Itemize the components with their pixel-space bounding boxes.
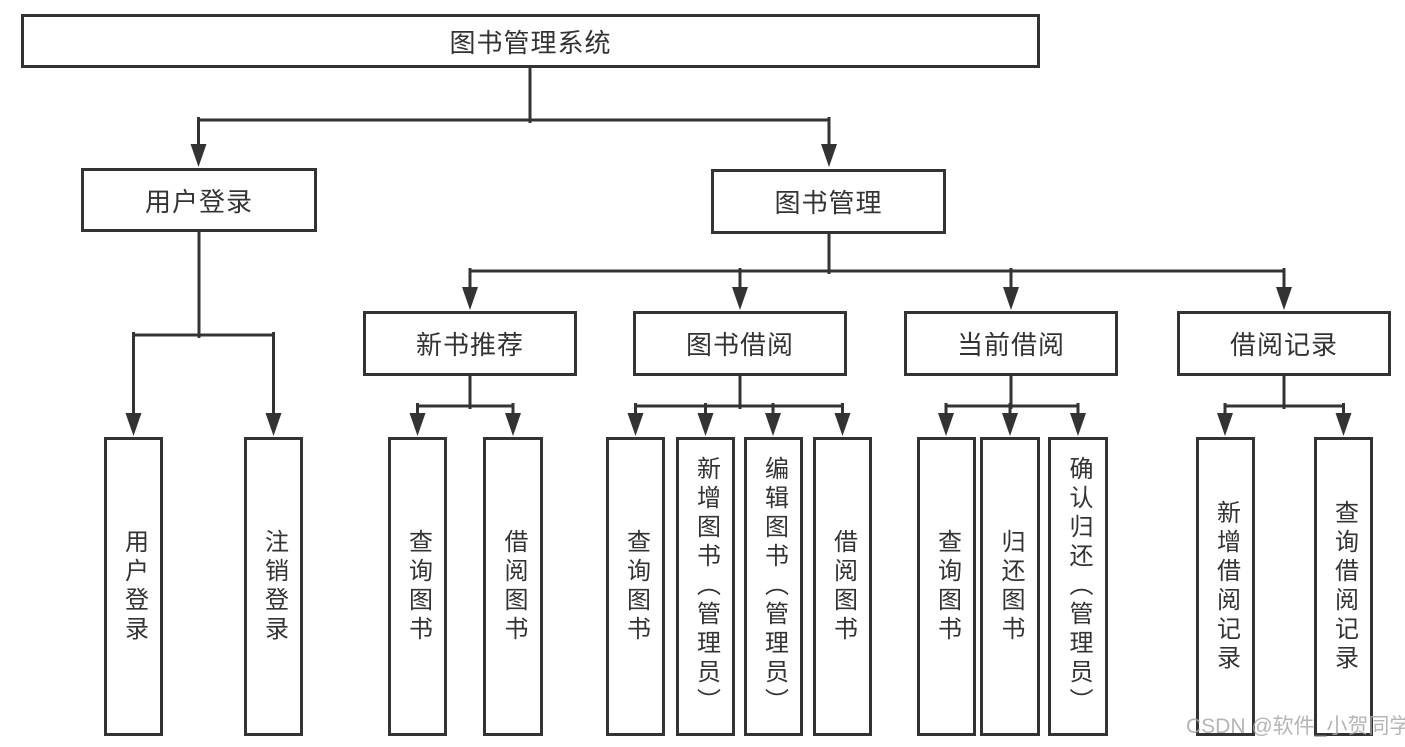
node-book-management: 图书管理 <box>711 169 946 234</box>
node-label: 新书推荐 <box>415 330 524 360</box>
leaf-logout: 注销登录 <box>244 437 303 736</box>
node-label: 借阅记录 <box>1229 330 1338 360</box>
leaf-borrow-books-borrowing: 借阅图书 <box>813 437 872 736</box>
leaf-query-books-current: 查询图书 <box>917 437 976 736</box>
node-label: 编辑图书（管理员） <box>760 456 788 717</box>
node-label: 图书管理 <box>774 188 883 218</box>
node-label: 借阅图书 <box>500 528 527 645</box>
leaf-edit-books-admin: 编辑图书（管理员） <box>744 437 803 736</box>
node-label: 新增借阅记录 <box>1212 499 1240 674</box>
node-user-login: 用户登录 <box>81 168 317 232</box>
node-label: 确认归还（管理员） <box>1065 456 1092 717</box>
leaf-confirm-return-admin: 确认归还（管理员） <box>1048 437 1108 736</box>
node-label: 查询图书 <box>933 528 961 645</box>
leaf-query-books-recommend: 查询图书 <box>388 437 447 736</box>
node-label: 借阅图书 <box>829 528 857 645</box>
node-book-borrowing: 图书借阅 <box>633 311 847 376</box>
node-label: 新增图书（管理员） <box>692 456 720 717</box>
watermark: CSDN @软件_小贺同学 <box>1186 715 1405 738</box>
leaf-borrow-books-recommend: 借阅图书 <box>483 437 543 736</box>
node-label: 查询借阅记录 <box>1330 499 1358 674</box>
node-label: 用户登录 <box>120 528 148 645</box>
node-current-borrowing: 当前借阅 <box>904 311 1118 376</box>
node-label: 归还图书 <box>997 528 1024 645</box>
node-label: 图书借阅 <box>685 330 794 360</box>
leaf-add-books-admin: 新增图书（管理员） <box>676 437 735 736</box>
node-new-book-recommendation: 新书推荐 <box>363 311 577 376</box>
node-label: 用户登录 <box>144 186 253 217</box>
node-label: 注销登录 <box>260 528 288 645</box>
node-label: 图书管理系统 <box>449 27 612 58</box>
node-label: 查询图书 <box>622 528 650 645</box>
leaf-query-books-borrowing: 查询图书 <box>606 437 665 736</box>
leaf-add-borrow-record: 新增借阅记录 <box>1196 437 1255 736</box>
leaf-query-borrow-record: 查询借阅记录 <box>1314 437 1373 736</box>
node-borrowing-records: 借阅记录 <box>1177 311 1391 376</box>
leaf-return-books: 归还图书 <box>980 437 1040 736</box>
node-label: 当前借阅 <box>956 330 1065 360</box>
node-library-system: 图书管理系统 <box>21 14 1040 68</box>
leaf-user-login: 用户登录 <box>104 437 163 736</box>
node-label: 查询图书 <box>404 528 432 645</box>
